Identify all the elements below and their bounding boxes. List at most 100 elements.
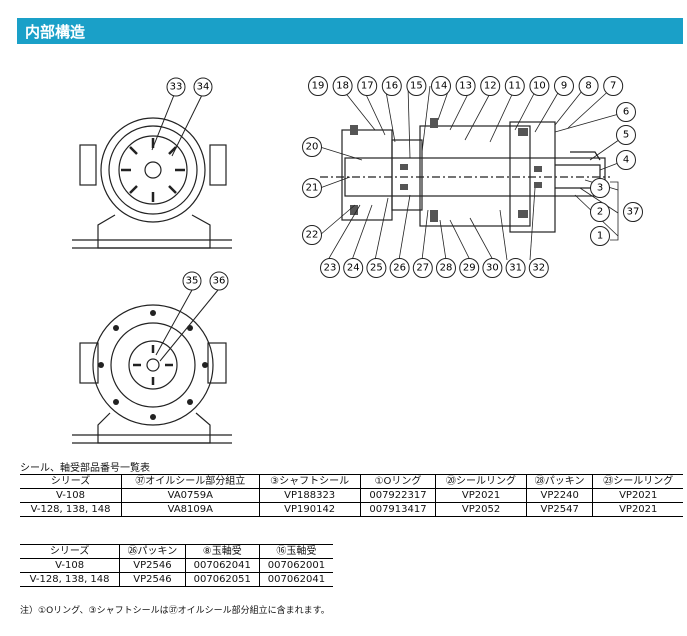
callout-label: 25 — [370, 263, 383, 274]
table-header-cell: ㉓シールリング — [592, 474, 683, 489]
table-header-cell: ⑯玉軸受 — [258, 544, 333, 559]
callout-bubble: 17 — [357, 76, 378, 96]
callout-bubble: 2 — [590, 202, 610, 222]
table-row: V-128, 138, 148 VA8109A VP190142 0079134… — [20, 502, 683, 517]
callout-label: 20 — [306, 142, 319, 153]
callout-bubble: 24 — [343, 258, 364, 278]
callout-label: 30 — [486, 263, 499, 274]
table-cell: VA0759A — [121, 488, 260, 503]
callout-bubble: 31 — [505, 258, 526, 278]
callout-label: 15 — [410, 81, 423, 92]
callout-label: 12 — [484, 81, 497, 92]
callout-label: 29 — [463, 263, 476, 274]
table-cell: VP2546 — [119, 572, 186, 587]
callout-bubble: 3 — [590, 178, 610, 198]
callout-label: 34 — [197, 82, 210, 93]
callout-label: 11 — [508, 81, 521, 92]
callout-label: 8 — [585, 81, 591, 92]
callout-label: 36 — [213, 276, 226, 287]
callout-label: 3 — [597, 183, 603, 194]
table-cell: V-128, 138, 148 — [29, 574, 110, 585]
table-cell: 007913417 — [359, 502, 436, 517]
table-row: V-108 VP2546 007062041 007062001 — [20, 558, 333, 573]
table-header-cell: ⑳シールリング — [435, 474, 527, 489]
callout-bubble: 21 — [302, 178, 322, 198]
callout-label: 10 — [533, 81, 546, 92]
callout-label: 27 — [416, 263, 429, 274]
callout-bubble: 7 — [603, 76, 624, 96]
table-cell: VP188323 — [258, 488, 361, 503]
callout-label: 6 — [623, 107, 629, 118]
table-cell: 007062001 — [258, 558, 333, 573]
table-cell: VP2052 — [435, 502, 527, 517]
callout-label: 24 — [347, 263, 360, 274]
table-cell: 007922317 — [359, 488, 436, 503]
callout-label: 17 — [361, 81, 374, 92]
table-cell: VP2021 — [592, 502, 683, 517]
callout-bubble: 25 — [366, 258, 387, 278]
callout-group-top-left: 33 34 — [166, 77, 213, 97]
table-cell: 007062051 — [184, 572, 260, 587]
table-header-cell: ㉘パッキン — [525, 474, 593, 489]
callout-bubble: 37 — [623, 202, 643, 222]
table-header-row: シリーズ ㊲オイルシール部分組立 ③シャフトシール ①Oリング ⑳シールリング … — [20, 474, 683, 489]
callout-label: 37 — [627, 207, 640, 218]
table-cell: 007062041 — [258, 572, 333, 587]
table-row: V-108 VA0759A VP188323 007922317 VP2021 … — [20, 488, 683, 503]
callout-bubble: 8 — [578, 76, 599, 96]
callout-label: 13 — [459, 81, 472, 92]
callout-bubble: 11 — [504, 76, 525, 96]
callout-label: 28 — [440, 263, 453, 274]
callout-label: 31 — [509, 263, 522, 274]
callout-bubble: 26 — [389, 258, 410, 278]
table-cell: VA8109A — [121, 502, 260, 517]
callout-label: 9 — [561, 81, 567, 92]
table-header-cell: ⑧玉軸受 — [184, 544, 260, 559]
front-view-drawing — [72, 94, 232, 249]
callout-bubble: 4 — [616, 150, 636, 170]
callout-bubble: 20 — [302, 137, 322, 157]
callout-label: 7 — [610, 81, 616, 92]
table-cell: V-128, 138, 148 — [30, 504, 111, 515]
packing-bearing-table: シリーズ ㉖パッキン ⑧玉軸受 ⑯玉軸受 V-108 VP2546 007062… — [20, 544, 333, 587]
callout-label: 19 — [312, 81, 325, 92]
callout-bubble: 19 — [308, 76, 328, 96]
callout-label: 22 — [306, 230, 319, 241]
callout-bubble: 5 — [616, 125, 636, 145]
callout-label: 5 — [623, 130, 629, 141]
table-cell: VP2547 — [525, 502, 593, 517]
callout-group-bottom-left: 35 36 — [182, 271, 229, 291]
callout-label: 2 — [597, 207, 603, 218]
callout-bubble: 29 — [459, 258, 480, 278]
table-header-cell: ①Oリング — [359, 474, 436, 489]
table-caption: シール、軸受部品番号一覧表 — [20, 463, 150, 474]
table-cell: VP190142 — [258, 502, 361, 517]
table-row: V-128, 138, 148 VP2546 007062051 0070620… — [20, 572, 333, 587]
table-header-cell: ㊲オイルシール部分組立 — [121, 474, 260, 489]
callout-bubble: 10 — [529, 76, 550, 96]
rear-view-drawing — [72, 289, 232, 444]
callout-bubble: 23 — [320, 258, 340, 278]
table-header-cell: シリーズ — [20, 474, 122, 489]
table-cell: VP2021 — [435, 488, 527, 503]
section-title: 内部構造 — [25, 23, 86, 41]
callout-bubble: 9 — [554, 76, 574, 96]
section-header: 内部構造 — [17, 18, 683, 44]
table-header-cell: シリーズ — [20, 544, 120, 559]
seal-bearing-table: シリーズ ㊲オイルシール部分組立 ③シャフトシール ①Oリング ⑳シールリング … — [20, 474, 683, 517]
table-header-cell: ③シャフトシール — [258, 474, 361, 489]
table-cell: 007062041 — [184, 558, 260, 573]
callout-bubble: 16 — [381, 76, 402, 96]
table-cell: V-108 — [20, 558, 120, 573]
callout-label: 33 — [170, 82, 183, 93]
table-header-cell: ㉖パッキン — [119, 544, 186, 559]
callout-label: 32 — [532, 263, 545, 274]
cross-section-drawing — [319, 85, 627, 261]
callout-bubble: 12 — [480, 76, 501, 96]
callout-bubble: 22 — [302, 225, 322, 245]
footnote: 注）①Oリング、③シャフトシールは㊲オイルシール部分組立に含まれます。 — [20, 606, 330, 616]
callout-label: 35 — [186, 276, 199, 287]
callout-label: 4 — [623, 155, 629, 166]
callout-label: 23 — [324, 263, 337, 274]
callout-bubble: 27 — [412, 258, 433, 278]
